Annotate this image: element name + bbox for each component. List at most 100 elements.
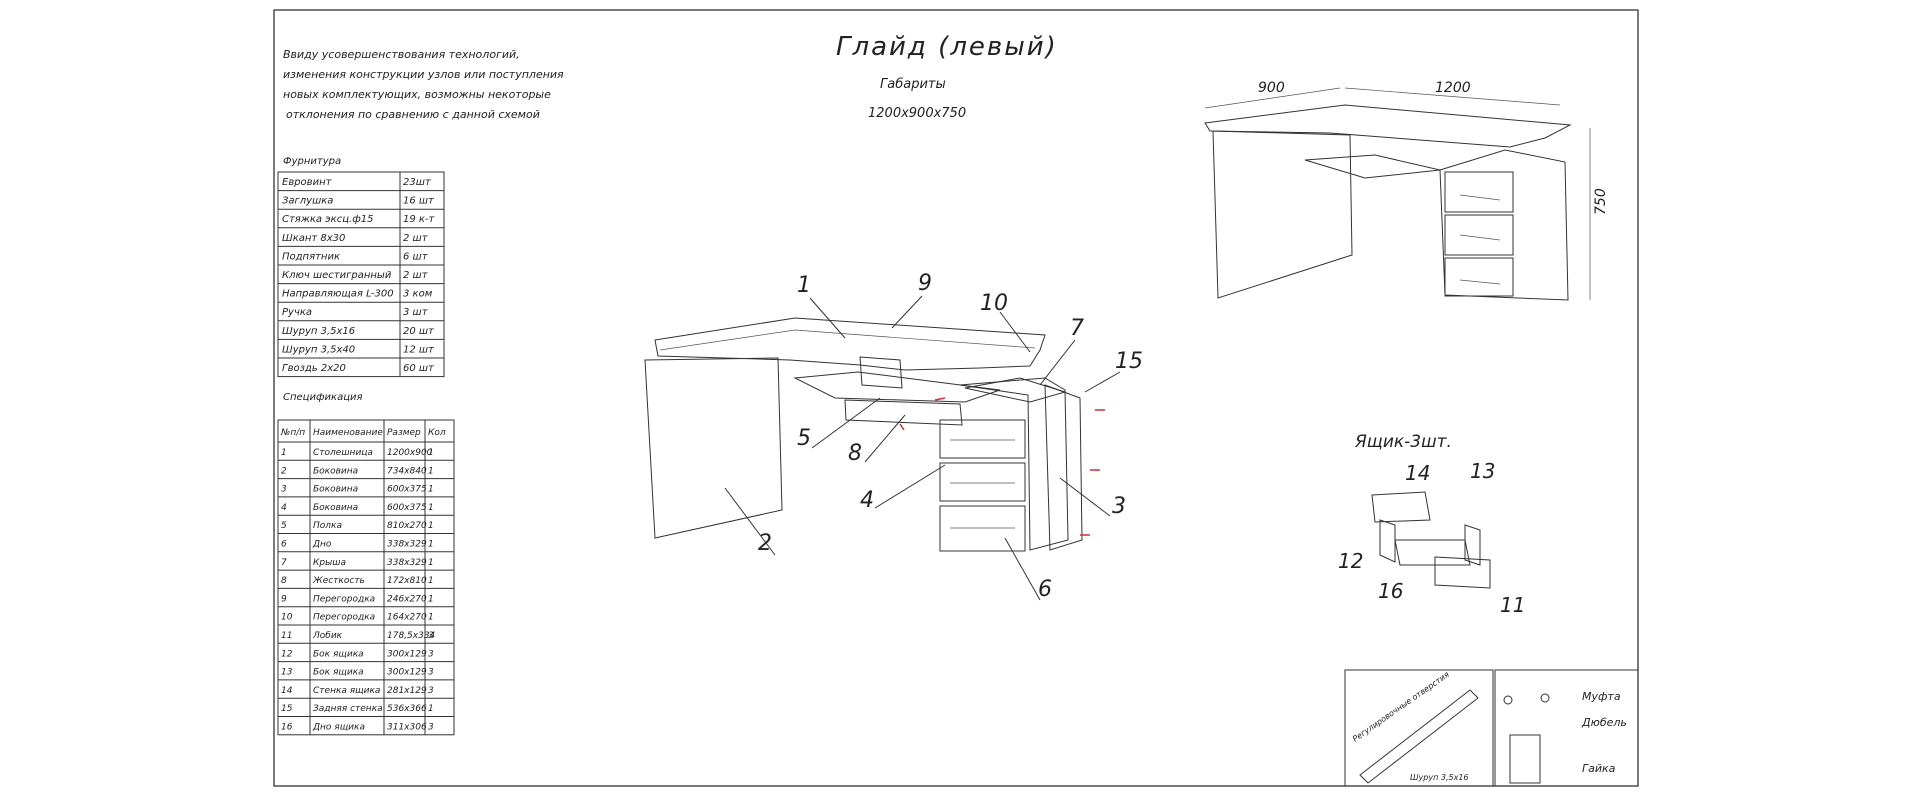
spec-cell: 1	[428, 503, 434, 513]
part-callout-label: 1	[797, 273, 811, 298]
hardware-item-qty: 2 шт	[403, 270, 429, 281]
drawer-side-panel	[1464, 524, 1481, 566]
spec-cell: 281х129	[387, 686, 427, 696]
spec-cell: 1	[428, 594, 434, 604]
spec-cell: Жесткость	[312, 576, 365, 586]
pedestal-side-part	[1044, 384, 1083, 551]
spec-cell: 3	[428, 631, 434, 641]
spec-cell: 12	[281, 649, 293, 659]
drawer-label: 12	[1338, 549, 1363, 573]
spec-cell: 14	[281, 686, 293, 696]
spec-cell: 311х306	[387, 723, 427, 733]
spec-header-cell: Наименование	[313, 428, 383, 438]
spec-cell: 13	[281, 668, 293, 678]
spec-cell: Полка	[313, 521, 342, 531]
note-line: изменения конструкции узлов или поступле…	[283, 68, 564, 81]
hardware-item-qty: 20 шт	[403, 326, 435, 337]
side-panel-part-2	[644, 357, 783, 539]
spec-cell: 8	[281, 576, 287, 586]
dimensions-label: Габариты	[880, 77, 946, 92]
cam-label: Дюбель	[1581, 716, 1627, 729]
rail-detail-box	[1344, 669, 1494, 787]
spec-cell: 1200х900	[387, 448, 433, 458]
drawing-title: Глайд (левый)	[836, 32, 1058, 62]
spec-cell: 2	[281, 466, 287, 476]
callout-leader-line	[891, 295, 923, 329]
hardware-item-name: Подпятник	[282, 251, 340, 262]
spec-cell: 338х329	[387, 540, 427, 550]
spec-cell: Боковина	[313, 485, 358, 495]
spec-cell: 3	[428, 686, 434, 696]
spec-cell: 5	[281, 521, 287, 531]
spec-cell: Стенка ящика	[313, 686, 380, 696]
spec-cell: 1	[428, 613, 434, 623]
callout-leader-line	[1039, 339, 1076, 386]
spec-cell: 16	[281, 723, 293, 733]
callout-leader-line	[864, 414, 906, 463]
part-callout-label: 6	[1038, 577, 1052, 602]
spec-cell: 1	[428, 704, 434, 714]
overview-left-leg	[1212, 130, 1353, 299]
spec-cell: Боковина	[313, 503, 358, 513]
spec-cell: Бок ящика	[313, 649, 364, 659]
spec-cell: 172х810	[387, 576, 427, 586]
hardware-item-qty: 12 шт	[403, 344, 435, 355]
hardware-item-name: Шуруп 3,5х16	[282, 326, 355, 337]
spec-cell: 3	[428, 723, 434, 733]
disclaimer-note: Ввиду усовершенствования технологий, изм…	[283, 48, 564, 121]
spec-cell: 300х129	[387, 668, 427, 678]
spec-cell: 164х270	[387, 613, 427, 623]
hardware-item-name: Заглушка	[282, 196, 333, 207]
spec-cell: Боковина	[313, 466, 358, 476]
hardware-item-name: Евровинт	[282, 177, 333, 188]
cam-detail: Муфта Дюбель Гайка	[1503, 690, 1627, 784]
hardware-item-qty: 60 шт	[403, 363, 435, 374]
cam-label: Муфта	[1582, 690, 1621, 703]
cam-detail-box	[1494, 669, 1639, 787]
spec-cell: 11	[281, 631, 292, 641]
spec-cell: 536х366	[387, 704, 427, 714]
callout-leader-line	[1084, 371, 1121, 393]
drawer-front-part	[939, 419, 1026, 459]
spec-cell: 1	[428, 521, 434, 531]
spec-cell: Дно ящика	[312, 723, 365, 733]
overview-width-dimension: 1200	[1435, 80, 1471, 96]
hardware-table-title: Фурнитура	[283, 156, 341, 167]
callout-leader-line	[874, 464, 946, 509]
spec-cell: 6	[281, 540, 287, 550]
hardware-item-name: Направляющая L-300	[282, 289, 394, 300]
overview-drawer	[1444, 214, 1514, 256]
drawer-back-panel	[1371, 491, 1431, 523]
spec-cell: 600х375	[387, 503, 427, 513]
part-callout-label: 15	[1115, 349, 1143, 374]
hardware-item-qty: 16 шт	[403, 196, 435, 207]
spec-cell: 1	[428, 466, 434, 476]
spec-cell: 3	[281, 485, 287, 495]
note-line: Ввиду усовершенствования технологий,	[283, 48, 520, 61]
spec-cell: 810х270	[387, 521, 427, 531]
callout-leader-line	[811, 397, 881, 449]
spec-cell: 10	[281, 613, 293, 623]
note-line: новых комплектующих, возможны некоторые	[283, 88, 551, 101]
spec-cell: Лобик	[312, 631, 343, 641]
rail-screw-label: Шуруп 3,5х16	[1410, 773, 1469, 782]
overview-depth-dimension: 900	[1258, 80, 1285, 96]
spec-cell: Дно	[312, 540, 332, 550]
hardware-item-name: Шуруп 3,5х40	[282, 344, 355, 355]
spec-cell: 1	[428, 448, 434, 458]
drawer-front-part	[939, 505, 1026, 552]
hardware-item-qty: 19 к-т	[403, 214, 436, 225]
spec-cell: 15	[281, 704, 293, 714]
hardware-item-name: Ключ шестигранный	[282, 270, 392, 281]
spec-cell: Столешница	[313, 448, 373, 458]
cam-label: Гайка	[1582, 762, 1616, 775]
overview-height-dimension: 750	[1593, 188, 1609, 215]
fastener-markers	[899, 397, 1105, 536]
spec-cell: 178,5х334	[387, 631, 436, 641]
drawer-front-part	[939, 462, 1026, 502]
drawer-side-panel	[1379, 519, 1396, 563]
overview-drawer	[1444, 257, 1514, 297]
spec-cell: 1	[428, 485, 434, 495]
drawer-exploded-view: Ящик-3шт. 14 13 12 16 11	[1338, 432, 1525, 617]
